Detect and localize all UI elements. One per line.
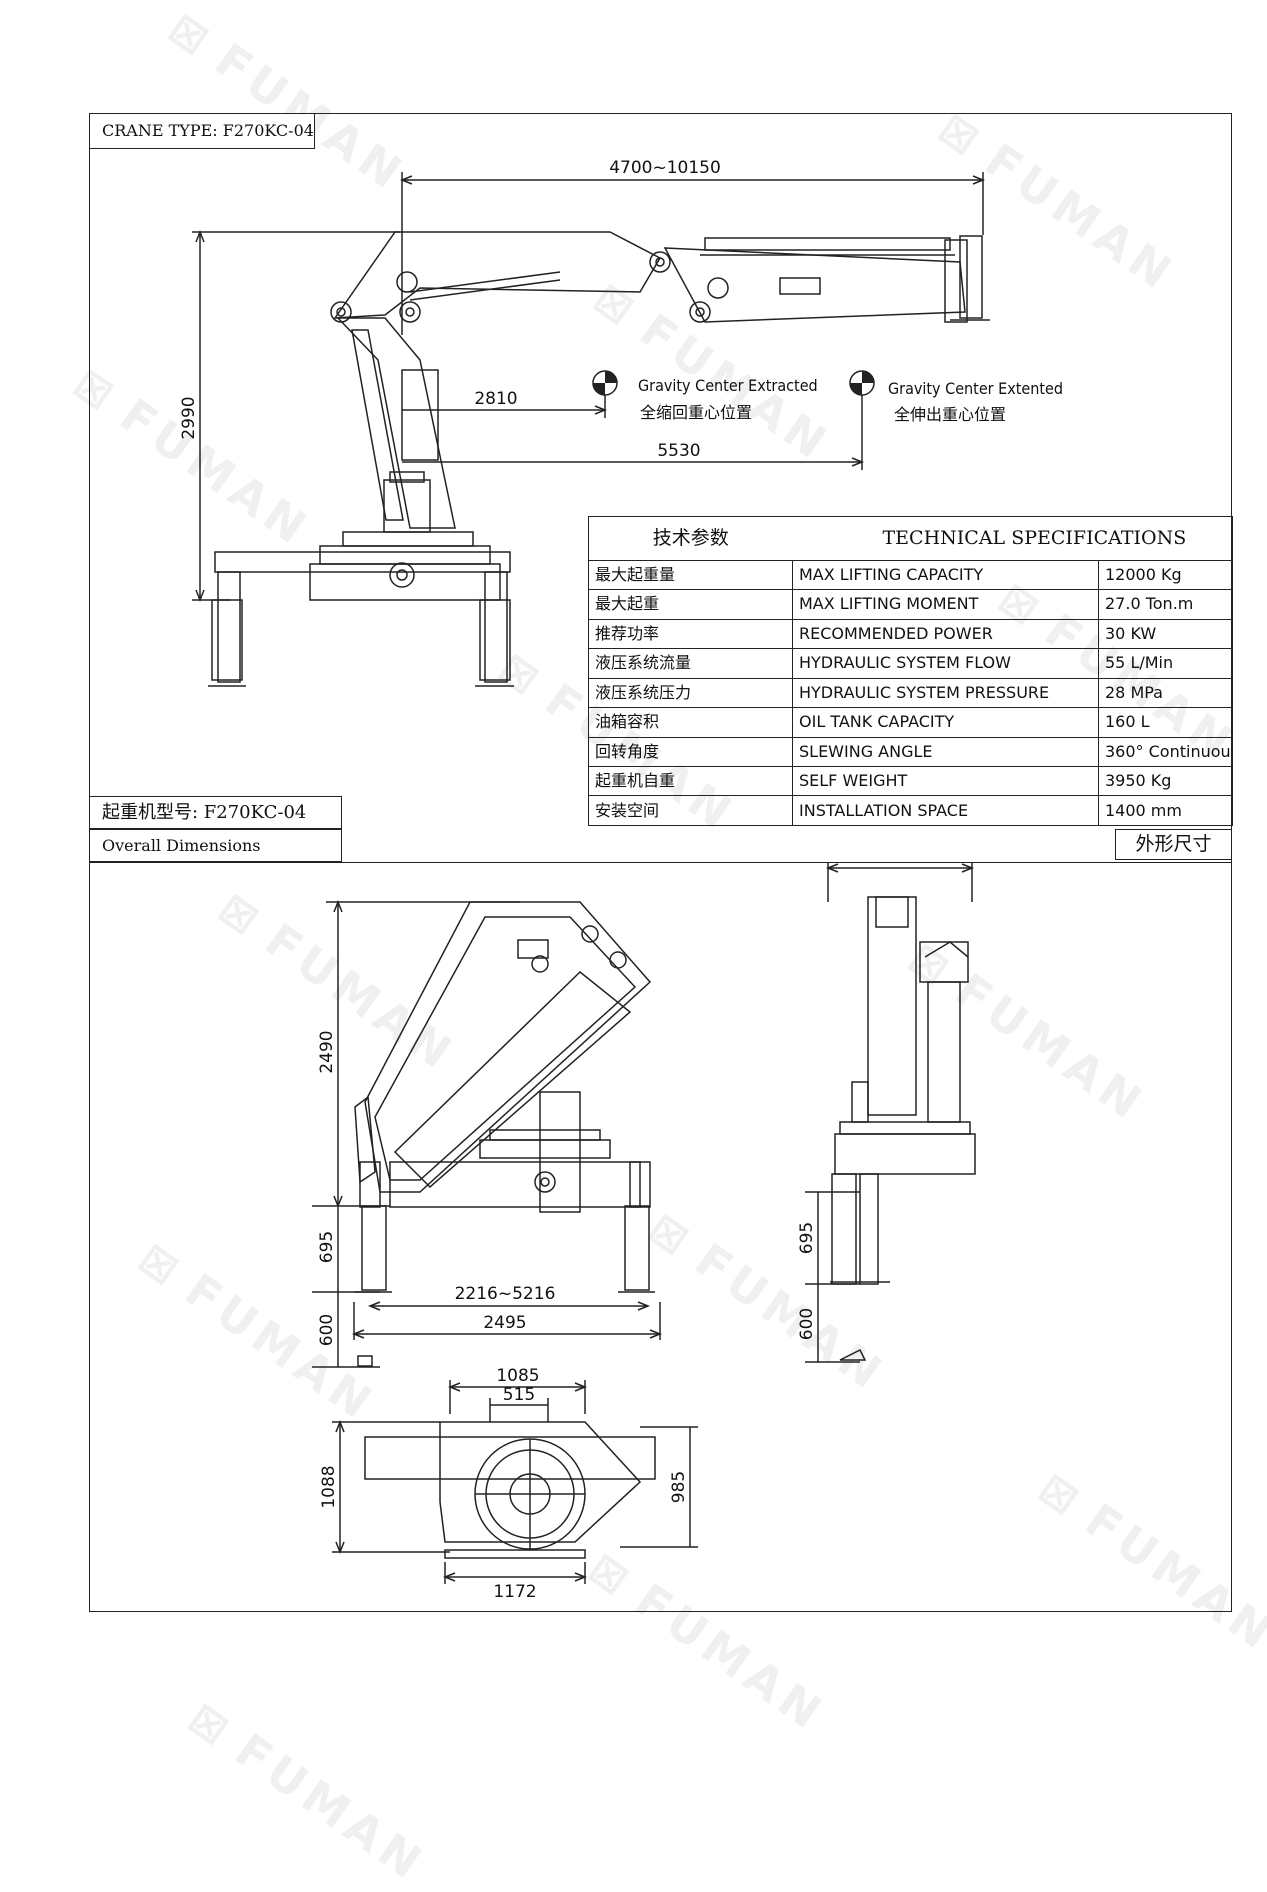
width-2495: 2495	[483, 1313, 526, 1333]
spec-name-cn: 最大起重	[588, 589, 793, 620]
gravity-center-extended-icon	[849, 370, 875, 396]
spec-value: 30 KW	[1098, 618, 1233, 650]
spec-value: 28 MPa	[1098, 677, 1233, 709]
gravity-center-extracted-icon	[592, 370, 618, 396]
base-height-985: 985	[669, 1471, 689, 1503]
height-dim: 2990	[179, 396, 199, 439]
spec-name-cn: 推荐功率	[588, 618, 793, 650]
spec-value: 27.0 Ton.m	[1098, 589, 1233, 620]
dim-5530: 5530	[657, 441, 700, 461]
section-divider	[89, 862, 1232, 863]
crane-type-label: CRANE TYPE: F270KC-04	[89, 113, 315, 149]
spec-name-cn: 油箱容积	[588, 707, 793, 738]
gc-retracted-cn: 全缩回重心位置	[640, 403, 752, 422]
side-leg-695: 695	[797, 1222, 817, 1254]
folded-leg-695: 695	[317, 1231, 337, 1263]
gc-retracted-en: Gravity Center Extracted	[638, 376, 818, 395]
spec-value: 12000 Kg	[1098, 559, 1233, 591]
spec-name-cn: 安装空间	[588, 795, 793, 826]
outline-size-cn-label: 外形尺寸	[1115, 829, 1232, 860]
folded-height-2490: 2490	[317, 1030, 337, 1073]
gc-extended-en: Gravity Center Extented	[888, 379, 1063, 398]
overall-dimensions-label: Overall Dimensions	[89, 829, 342, 862]
spec-value: 1400 mm	[1098, 795, 1233, 826]
dim-2810: 2810	[474, 389, 517, 409]
watermark: ⊠FUMAN	[179, 1692, 436, 1892]
base-height-1088: 1088	[319, 1465, 339, 1508]
spec-name-en: MAX LIFTING MOMENT	[792, 589, 1099, 620]
spec-value: 3950 Kg	[1098, 765, 1233, 797]
spec-name-en: SELF WEIGHT	[792, 765, 1099, 797]
spec-name-cn: 起重机自重	[588, 765, 793, 797]
specs-header-en: TECHNICAL SPECIFICATIONS	[792, 516, 1233, 561]
spec-value: 55 L/Min	[1098, 648, 1233, 679]
base-width-1085: 1085	[496, 1366, 539, 1386]
spec-name-en: MAX LIFTING CAPACITY	[792, 559, 1099, 591]
side-leg-600: 600	[797, 1308, 817, 1340]
reach-dim: 4700~10150	[609, 158, 721, 178]
spec-name-cn: 液压系统压力	[588, 677, 793, 709]
spec-name-en: INSTALLATION SPACE	[792, 795, 1099, 826]
folded-leg-600: 600	[317, 1314, 337, 1346]
model-cn-label: 起重机型号: F270KC-04	[89, 796, 342, 829]
base-width-1172: 1172	[493, 1582, 536, 1602]
span-2216-5216: 2216~5216	[455, 1284, 556, 1304]
crane-folded-elevation: 2490 695 600 2216~5216 2495 1175 695 600…	[312, 862, 976, 1602]
spec-value: 360° Continuous	[1098, 736, 1233, 767]
gc-extended-cn: 全伸出重心位置	[894, 405, 1006, 424]
spec-name-en: RECOMMENDED POWER	[792, 618, 1099, 650]
base-width-515: 515	[503, 1385, 535, 1405]
specs-header-row: 技术参数 TECHNICAL SPECIFICATIONS	[588, 516, 1233, 561]
spec-name-en: SLEWING ANGLE	[792, 736, 1099, 767]
side-width-1175: 1175	[878, 862, 921, 865]
spec-value: 160 L	[1098, 707, 1233, 738]
crane-extended-elevation: 4700~10150 2990 2810 5530 Gravity Center…	[179, 158, 1063, 687]
